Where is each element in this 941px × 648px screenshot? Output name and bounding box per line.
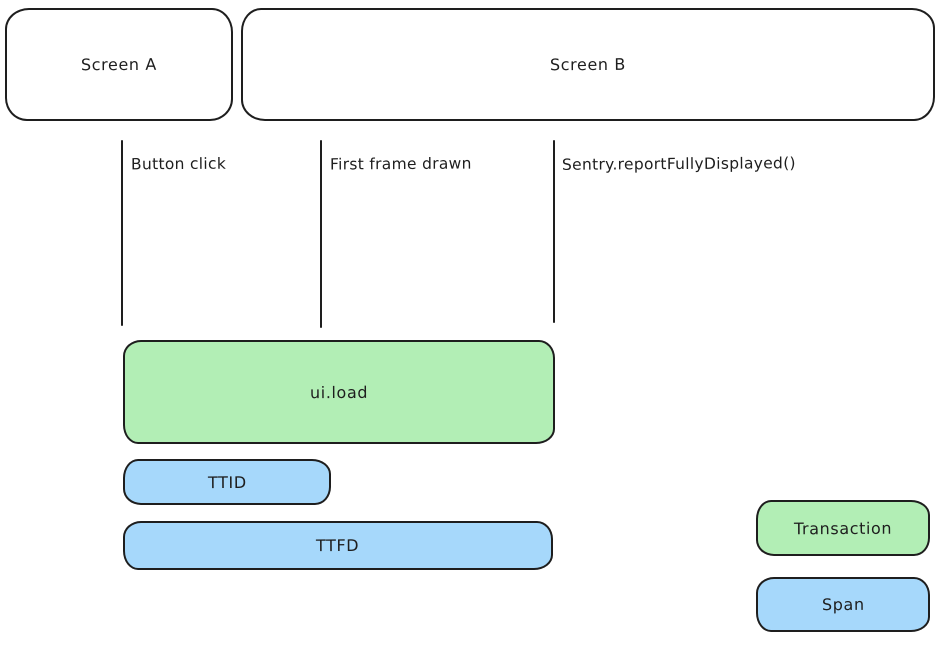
bar-ttid-label: TTID — [207, 472, 247, 492]
bar-ttfd-label: TTFD — [316, 535, 360, 556]
event-label-report-fully-displayed: Sentry.reportFullyDisplayed() — [561, 154, 796, 174]
event-marker-line-report-fully-displayed — [553, 140, 556, 323]
event-marker-line-button-click — [121, 140, 124, 326]
event-label-button-click: Button click — [130, 154, 227, 174]
event-marker-line-first-frame-drawn — [320, 140, 323, 328]
legend-span-label: Span — [821, 594, 865, 615]
legend-item-span: Span — [756, 577, 930, 632]
screen-b-box: Screen B — [241, 8, 935, 121]
legend-transaction-label: Transaction — [793, 518, 893, 538]
bar-ttfd: TTFD — [123, 521, 553, 570]
screen-b-label: Screen B — [550, 54, 626, 75]
legend-item-transaction: Transaction — [756, 500, 930, 556]
screen-a-label: Screen A — [81, 54, 157, 75]
screen-a-box: Screen A — [5, 8, 233, 121]
bar-ttid: TTID — [123, 459, 331, 505]
bar-ui-load: ui.load — [123, 340, 555, 444]
bar-ui-load-label: ui.load — [309, 382, 369, 402]
event-label-first-frame-drawn: First frame drawn — [329, 154, 472, 174]
